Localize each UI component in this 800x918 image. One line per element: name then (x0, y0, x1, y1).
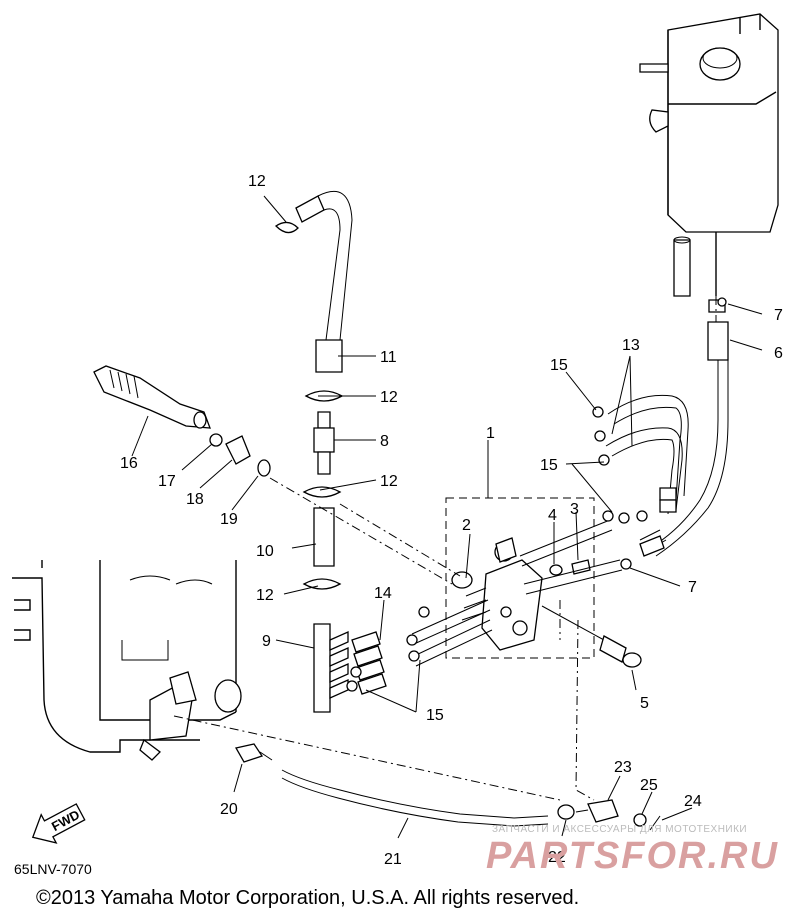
callout-11: 11 (380, 349, 397, 366)
callout-6: 6 (774, 345, 783, 362)
callout-8: 8 (380, 433, 389, 450)
callout-23: 23 (614, 759, 632, 776)
oil-tank (639, 13, 779, 297)
callout-7-bottom: 7 (688, 579, 697, 596)
callout-15-b: 15 (540, 457, 558, 474)
copyright-line: ©2013 Yamaha Motor Corporation, U.S.A. A… (36, 887, 579, 909)
distributor-9 (313, 623, 349, 713)
check-valve-8 (302, 390, 344, 590)
callout-5: 5 (640, 695, 649, 712)
pump-feed-lines (411, 519, 667, 667)
assembly-lines (173, 296, 717, 801)
callout-1: 1 (486, 425, 495, 442)
callout-12-a: 12 (248, 173, 266, 190)
callout-16: 16 (120, 455, 138, 472)
callout-7-top: 7 (774, 307, 783, 324)
bolt-5 (541, 605, 642, 668)
callout-25: 25 (640, 777, 658, 794)
callout-20: 20 (220, 801, 238, 818)
callout-19: 19 (220, 511, 238, 528)
callout-4: 4 (548, 507, 557, 524)
drawing-code: 65LNV-7070 (14, 861, 92, 877)
callout-12-c: 12 (380, 473, 398, 490)
hose-6 (649, 299, 729, 557)
drive-shaft-16 (93, 365, 271, 477)
callout-14: 14 (374, 585, 392, 602)
callout-10: 10 (256, 543, 274, 560)
callout-18: 18 (186, 491, 204, 508)
oil-pump-group-box (445, 497, 595, 659)
watermark-brand: PARTSFOR.RU (486, 835, 779, 877)
callout-13: 13 (622, 337, 640, 354)
hoses-14 (351, 631, 387, 695)
callout-labels: 1 2 3 4 5 6 7 7 8 9 10 11 12 12 12 12 13… (120, 173, 783, 868)
callout-15-c: 15 (426, 707, 444, 724)
callout-12-d: 12 (256, 587, 274, 604)
callout-2: 2 (462, 517, 471, 534)
control-cable-21 (234, 743, 661, 831)
clamps-15 (346, 297, 727, 692)
callout-21: 21 (384, 851, 402, 868)
callout-12-b: 12 (380, 389, 398, 406)
callout-24: 24 (684, 793, 702, 810)
callout-17: 17 (158, 473, 176, 490)
oil-pump-1 (451, 537, 543, 651)
watermark: ЗАПЧАСТИ И АКСЕССУАРЫ ДЛЯ МОТОТЕХНИКИ PA… (486, 824, 779, 877)
callout-15-a: 15 (550, 357, 568, 374)
callout-22: 22 (548, 849, 566, 866)
callout-9: 9 (262, 633, 271, 650)
hoses-13 (605, 394, 689, 515)
hose-11 (274, 191, 353, 373)
engine-block-outline (12, 560, 242, 761)
callout-3: 3 (570, 501, 579, 518)
fwd-arrow-icon: FWD (31, 803, 86, 844)
leader-lines (131, 195, 763, 839)
watermark-tagline: ЗАПЧАСТИ И АКСЕССУАРЫ ДЛЯ МОТОТЕХНИКИ (492, 824, 747, 835)
